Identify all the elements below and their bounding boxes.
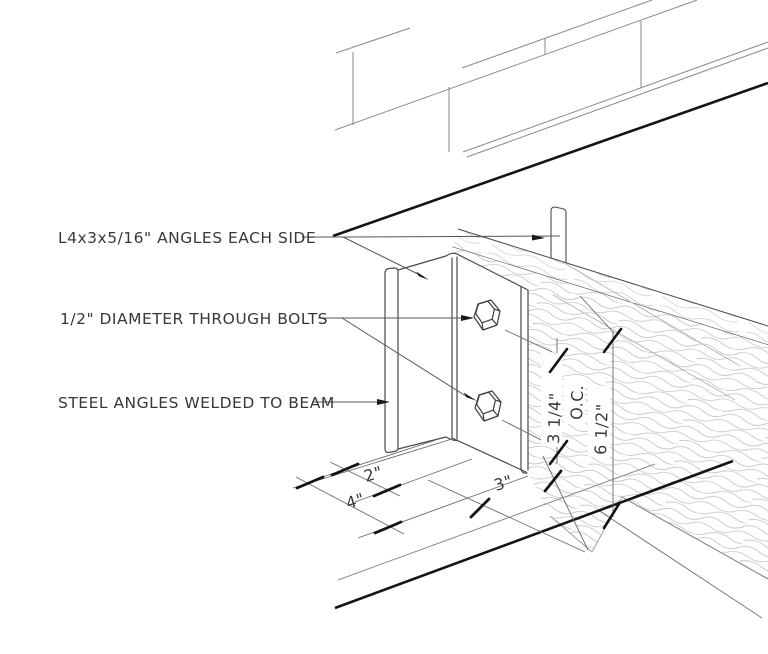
dim-6-1-2-inch: 6 1/2" bbox=[591, 403, 612, 455]
label-through-bolts: 1/2" DIAMETER THROUGH BOLTS bbox=[60, 310, 328, 328]
dim-4-inch: 4" bbox=[344, 489, 367, 513]
label-welded-to-beam: STEEL ANGLES WELDED TO BEAM bbox=[58, 394, 335, 412]
ledge-near-edge bbox=[334, 459, 734, 610]
dimension-ticks-vertical bbox=[548, 327, 623, 530]
wall-base-edge bbox=[332, 81, 768, 238]
leader-lines bbox=[302, 235, 561, 403]
masonry-wall bbox=[334, 0, 768, 158]
ledge-far-edge bbox=[337, 463, 656, 581]
leader-arrowheads bbox=[377, 234, 545, 405]
far-angle bbox=[550, 206, 567, 264]
bottom-dimensions bbox=[292, 438, 589, 553]
vertical-dimensions bbox=[501, 295, 623, 530]
dim-3-inch: 3" bbox=[492, 471, 515, 495]
dim-on-center: O.C. bbox=[567, 384, 587, 420]
dim-3-1-4-inch: 3 1/4" bbox=[544, 392, 565, 444]
dim-2-inch: 2" bbox=[362, 462, 385, 486]
label-angles-each-side: L4x3x5/16" ANGLES EACH SIDE bbox=[58, 229, 316, 247]
bolt-upper bbox=[473, 299, 501, 331]
bolt-lower bbox=[474, 390, 502, 422]
dimension-ticks bbox=[295, 462, 563, 535]
near-angle bbox=[384, 252, 529, 474]
